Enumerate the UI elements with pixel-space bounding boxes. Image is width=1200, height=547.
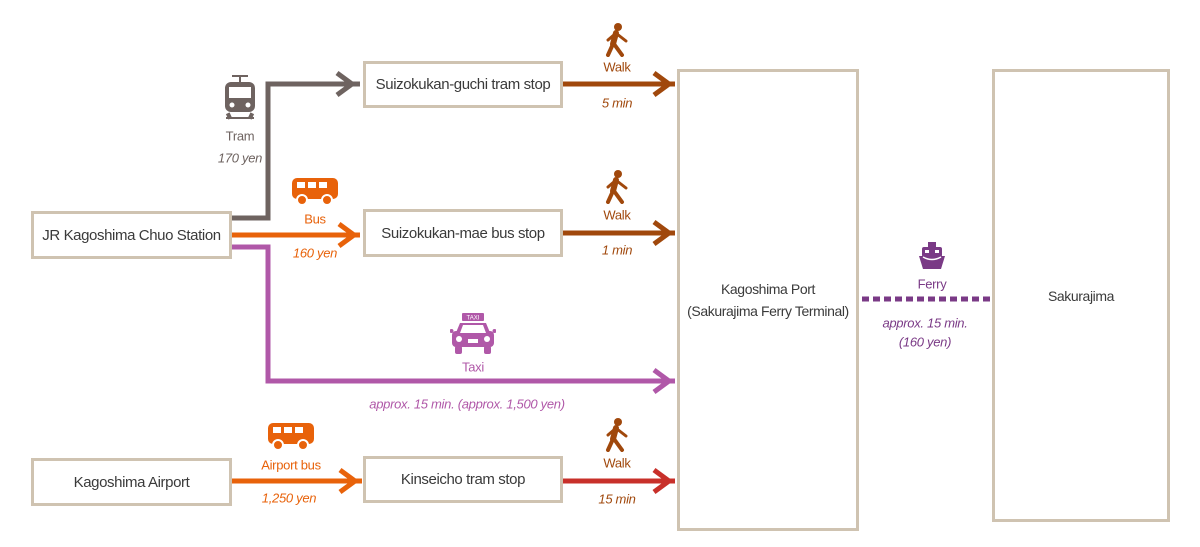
taxi-icon: TAXI [450,313,496,354]
airport-box: Kagoshima Airport [31,458,232,506]
walk2-mode-label: Walk [603,207,631,223]
walk-icon [606,418,628,452]
taxi-sign: TAXI [467,316,480,322]
guchi-label: Suizokukan-guchi tram stop [375,76,551,93]
tram-icon [225,75,255,120]
tram-fare-label: 170 yen [217,150,263,166]
bus-mode-label: Bus [304,211,326,227]
guchi-box: Suizokukan-guchi tram stop [363,61,563,108]
walk-icon [606,170,628,204]
tram-mode-label: Tram [225,128,255,144]
walk2-time-label: 1 min [601,242,633,258]
airport-label: Kagoshima Airport [73,473,190,491]
jr-station-label: JR Kagoshima Chuo Station [42,226,221,244]
bus-icon [292,178,338,206]
port-box: Kagoshima Port (Sakurajima Ferry Terminal… [677,69,859,531]
kinseicho-box: Kinseicho tram stop [363,456,563,503]
airport-bus-mode-label: Airport bus [261,457,321,473]
airport-bus-icon [268,423,314,451]
kinseicho-label: Kinseicho tram stop [400,471,526,488]
ferry-mode-label: Ferry [917,276,947,292]
taxi-mode-label: Taxi [462,359,484,375]
sakurajima-box: Sakurajima [992,69,1170,522]
mae-label: Suizokukan-mae bus stop [381,224,545,242]
tram-line [231,81,360,221]
taxi-arrow [652,367,674,395]
airport-bus-fare-label: 1,250 yen [261,490,317,506]
port-label: Kagoshima Port [720,281,815,297]
tram-arrow [335,70,357,98]
jr-station-box: JR Kagoshima Chuo Station [31,211,232,259]
walk3-time-label: 15 min [598,491,636,507]
walk1-mode-label: Walk [603,59,631,75]
walk1-time-label: 5 min [601,95,633,111]
walk2-arrow [652,219,674,247]
ferry-icon [919,242,945,269]
airport-bus-arrow [338,467,360,495]
port-sublabel: (Sakurajima Ferry Terminal) [687,303,849,319]
mae-box: Suizokukan-mae bus stop [363,209,563,257]
sakurajima-label: Sakurajima [1047,287,1115,304]
walk-icon [606,23,628,57]
bus-fare-label: 160 yen [292,245,338,261]
ferry-fare-label: (160 yen) [898,334,952,350]
taxi-line [231,244,675,384]
walk3-mode-label: Walk [603,455,631,471]
ferry-time-label: approx. 15 min. [882,315,968,331]
walk1-arrow [652,70,674,98]
taxi-detail-label: approx. 15 min. (approx. 1,500 yen) [369,396,565,412]
bus-arrow [337,221,359,249]
walk3-arrow [652,467,674,495]
